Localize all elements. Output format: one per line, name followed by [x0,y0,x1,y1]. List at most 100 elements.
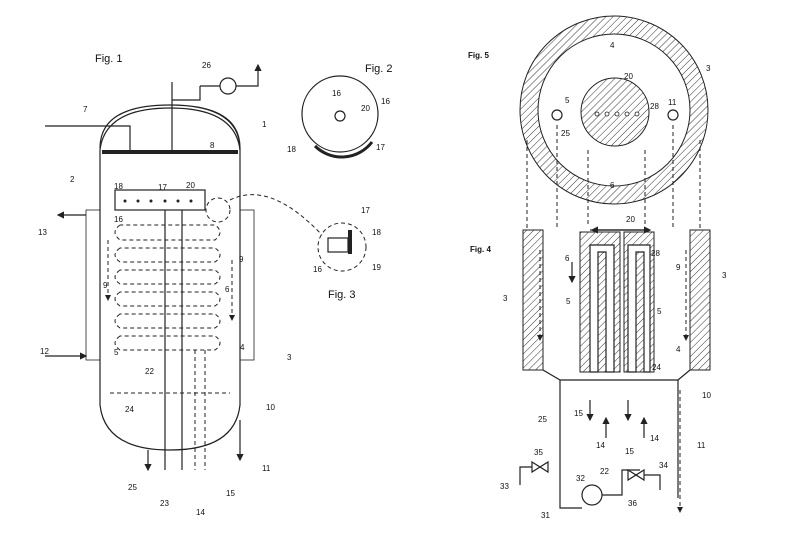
label: 17 [376,143,385,152]
vessel-outline [99,107,241,451]
label: 22 [600,467,609,476]
line-34 [644,474,661,490]
figure-5: Fig. 5 4 3 20 5 28 11 25 6 [468,15,711,230]
lid-plate [102,150,238,154]
pump-26-riser [172,86,201,101]
label: 11 [697,441,706,450]
piping-31 [559,500,582,509]
fig3-title: Fig. 3 [328,289,356,301]
figure-3: 17 18 16 19 Fig. 3 [229,194,381,301]
label: 16 [381,97,390,106]
label: 35 [534,448,543,457]
vessel-bottom [542,369,691,381]
tube-cross-section [301,75,379,153]
label: 28 [651,249,660,258]
label: 25 [538,415,547,424]
tube-wall-segment [313,141,374,159]
label: 24 [125,405,134,414]
label: 23 [160,499,169,508]
label: 11 [668,98,677,107]
label: 3 [722,271,727,280]
feed-line-7 [45,125,131,150]
label: 4 [610,41,615,50]
valve-35 [531,460,549,474]
piping-22 [602,469,640,496]
label: 20 [186,181,195,190]
label: 8 [210,141,215,150]
label: 15 [226,489,235,498]
figure-1: Fig. 1 [38,53,292,517]
label: 11 [262,464,271,473]
figure-4: Fig. 4 [470,215,727,520]
label: 34 [659,461,668,470]
label: 3 [503,294,508,303]
label: 9 [103,281,108,290]
label: 5 [657,307,662,316]
fig5-title: Fig. 5 [468,51,489,60]
label: 18 [114,182,123,191]
shell-wall-right [689,229,711,371]
label: 3 [287,353,292,362]
pipe-11 [667,109,679,121]
label: 25 [128,483,137,492]
label: 15 [625,447,634,456]
label: 25 [561,129,570,138]
label: 33 [500,482,509,491]
label: 16 [332,89,341,98]
label: 14 [196,508,205,517]
label: 18 [287,145,296,154]
label: 16 [114,215,123,224]
label: 14 [650,434,659,443]
vessel-shell [99,104,241,151]
label: 7 [83,105,88,114]
central-tubes [164,210,206,470]
label: 4 [240,343,245,352]
label: 17 [361,206,370,215]
pump-26 [219,77,237,95]
cooling-jacket-left [85,209,101,361]
label: 36 [628,499,637,508]
label: 5 [565,96,570,105]
inner-tube-20 [334,110,346,122]
nozzle-cap [348,230,352,254]
label: 2 [70,175,75,184]
label: 6 [225,285,230,294]
label: 6 [610,181,615,190]
label: 28 [650,102,659,111]
label: 6 [565,254,570,263]
label: 17 [158,183,167,192]
pump-26-line [200,65,258,87]
pipe-25 [551,109,563,121]
label: 10 [266,403,275,412]
label: 9 [239,255,244,264]
label: 20 [626,215,635,224]
figure-2: Fig. 2 16 20 16 18 17 [287,63,393,159]
label: 5 [114,348,119,357]
label: 32 [576,474,585,483]
label: 16 [313,265,322,274]
label: 1 [262,120,267,129]
label: 22 [145,367,154,376]
connector-dashed [229,194,323,236]
label: 13 [38,228,47,237]
cooling-coil [114,224,221,351]
nozzle-body [327,237,349,253]
detail-circle [205,197,231,223]
header-box [114,189,206,211]
label: 5 [566,297,571,306]
detail-view-circle [317,222,367,272]
label: 31 [541,511,550,520]
header-nozzles [123,199,193,203]
fig2-title: Fig. 2 [365,63,393,75]
projection-lines [526,125,701,230]
label: 12 [40,347,49,356]
label: 26 [202,61,211,70]
label: 10 [702,391,711,400]
label: 14 [596,441,605,450]
label: 24 [652,363,661,372]
fig1-title: Fig. 1 [95,53,123,65]
label: 4 [676,345,681,354]
label: 9 [676,263,681,272]
u-tubes [589,244,651,373]
